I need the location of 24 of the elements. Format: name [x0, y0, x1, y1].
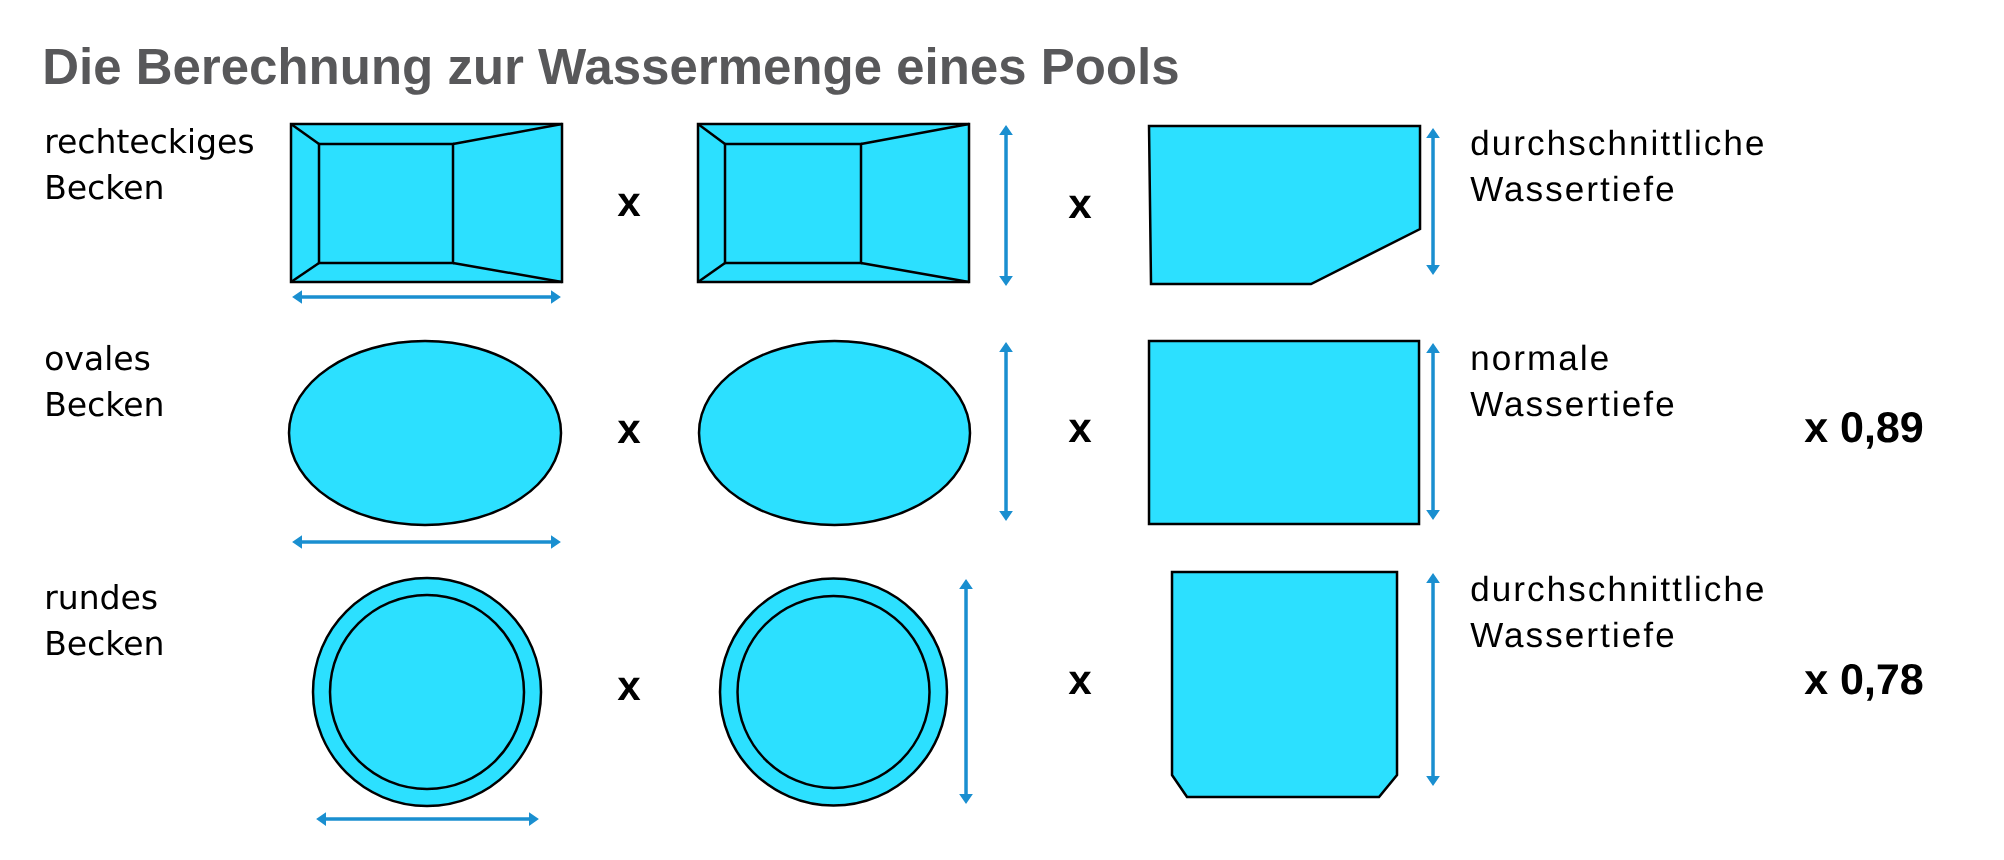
- round-pool-shape: [311, 576, 543, 808]
- oval-pool-shape: [697, 339, 972, 527]
- pool-cross-section: [1147, 124, 1422, 286]
- round-pool-shape: [718, 577, 949, 807]
- pool-cross-section: [1147, 339, 1421, 526]
- multiplication-sign: x: [617, 193, 641, 216]
- pool-type-label: ovales Becken: [46, 344, 162, 417]
- rectangular-pool-drawing: [696, 122, 971, 284]
- multiplication-sign: x: [1068, 419, 1092, 442]
- multiplication-sign: x: [1068, 671, 1092, 694]
- multiplication-sign: x: [617, 420, 641, 443]
- rectangular-pool-drawing: [289, 122, 564, 284]
- depth-label: normale Wassertiefe: [1470, 344, 1674, 417]
- pool-type-label: rechteckiges Becken: [47, 127, 253, 200]
- depth-label: durchschnittliche Wassertiefe: [1470, 129, 1763, 202]
- factor-label: x 0,89: [1804, 411, 1923, 449]
- multiplication-sign: x: [1068, 195, 1092, 218]
- factor-label: x 0,78: [1804, 664, 1923, 701]
- pool-type-label: rundes Becken: [47, 583, 162, 656]
- pool-cross-section: [1170, 570, 1399, 799]
- depth-label: durchschnittliche Wassertiefe: [1470, 575, 1763, 648]
- multiplication-sign: x: [617, 677, 641, 700]
- oval-pool-shape: [287, 339, 563, 527]
- title: Die Berechnung zur Wassermenge eines Pools: [45, 47, 1178, 95]
